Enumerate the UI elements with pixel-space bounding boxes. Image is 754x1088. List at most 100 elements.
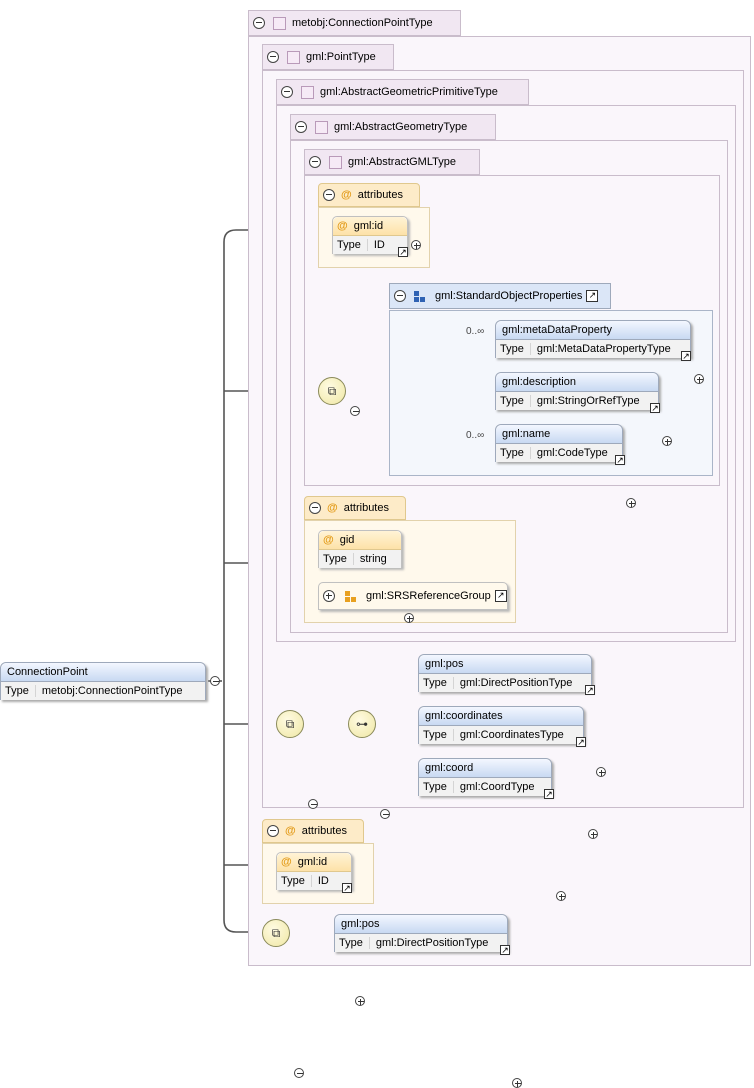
- attributes-label: attributes: [301, 825, 347, 837]
- type-name: gml:PointType: [306, 51, 376, 63]
- go-to-definition-icon[interactable]: ↗: [615, 455, 625, 465]
- type-label: Type: [500, 447, 531, 459]
- go-to-definition-icon[interactable]: ↗: [585, 685, 595, 695]
- cardinality-label: 0..∞: [466, 326, 485, 337]
- expand-button[interactable]: [411, 240, 421, 250]
- element-gml-coord[interactable]: gml:coord Type gml:CoordType: [418, 758, 552, 796]
- go-to-definition-icon[interactable]: ↗: [586, 290, 599, 302]
- attribute-icon: @: [327, 502, 338, 514]
- go-to-definition-icon[interactable]: ↗: [494, 590, 507, 602]
- expand-icon[interactable]: [323, 590, 335, 602]
- type-tab-connectionpoint[interactable]: metobj:ConnectionPointType: [248, 10, 461, 36]
- attribute-icon: @: [281, 856, 292, 868]
- attribute-group-icon: [345, 590, 356, 602]
- type-tab-pointtype[interactable]: gml:PointType: [262, 44, 394, 70]
- go-to-definition-icon[interactable]: ↗: [342, 883, 352, 893]
- complex-type-icon: [273, 16, 286, 30]
- element-type: gml:MetaDataPropertyType: [536, 343, 671, 355]
- collapse-icon[interactable]: [323, 189, 335, 201]
- type-tab-abstractgeometricprimitivetype[interactable]: gml:AbstractGeometricPrimitiveType: [276, 79, 529, 105]
- expand-button[interactable]: [626, 498, 636, 508]
- element-type: gml:CoordType: [459, 781, 535, 793]
- type-name: gml:AbstractGeometryType: [334, 121, 468, 133]
- sequence-compositor-icon[interactable]: ⧉: [276, 710, 304, 738]
- attribute-group-name: gml:SRSReferenceGroup: [366, 590, 491, 602]
- collapse-icon[interactable]: [309, 156, 321, 168]
- attribute-icon: @: [337, 220, 348, 232]
- element-gml-pos[interactable]: gml:pos Type gml:DirectPositionType: [418, 654, 592, 692]
- element-name: gml:pos: [335, 915, 507, 934]
- type-tab-abstractgeometrytype[interactable]: gml:AbstractGeometryType: [290, 114, 496, 140]
- root-type-value: metobj:ConnectionPointType: [41, 685, 183, 697]
- collapse-button[interactable]: [350, 406, 360, 416]
- attributes-label: attributes: [357, 189, 403, 201]
- element-type: gml:DirectPositionType: [375, 937, 489, 949]
- type-name: metobj:ConnectionPointType: [292, 17, 433, 29]
- type-name: gml:AbstractGMLType: [348, 156, 456, 168]
- go-to-definition-icon[interactable]: ↗: [681, 351, 691, 361]
- expand-button[interactable]: [662, 436, 672, 446]
- collapse-button[interactable]: [380, 809, 390, 819]
- collapse-icon[interactable]: [281, 86, 293, 98]
- collapse-button[interactable]: [294, 1068, 304, 1078]
- type-label: Type: [423, 781, 454, 793]
- sequence-compositor-icon[interactable]: ⧉: [262, 919, 290, 947]
- sequence-compositor-icon[interactable]: ⧉: [318, 377, 346, 405]
- root-element-name: ConnectionPoint: [1, 663, 205, 682]
- group-name: gml:StandardObjectProperties: [435, 290, 583, 302]
- attributes-label: attributes: [343, 502, 389, 514]
- attributes-tab-3[interactable]: @ attributes: [262, 819, 364, 843]
- type-tab-abstractgmltype[interactable]: gml:AbstractGMLType: [304, 149, 480, 175]
- attribute-group-srsreferencegroup[interactable]: gml:SRSReferenceGroup ↗: [318, 582, 508, 610]
- go-to-definition-icon[interactable]: ↗: [576, 737, 586, 747]
- type-label: Type: [423, 677, 454, 689]
- collapse-button[interactable]: [308, 799, 318, 809]
- go-to-definition-icon[interactable]: ↗: [650, 403, 660, 413]
- element-name: gml:coord: [419, 759, 551, 778]
- complex-type-icon: [301, 85, 314, 99]
- go-to-definition-icon[interactable]: ↗: [398, 247, 408, 257]
- collapse-icon[interactable]: [267, 51, 279, 63]
- collapse-icon[interactable]: [253, 17, 265, 29]
- cardinality-label: 0..∞: [466, 430, 485, 441]
- go-to-definition-icon[interactable]: ↗: [544, 789, 554, 799]
- group-tab-standardobjectproperties[interactable]: gml:StandardObjectProperties ↗: [389, 283, 611, 309]
- attribute-type: string: [359, 553, 387, 565]
- expand-button[interactable]: [404, 613, 414, 623]
- expand-button[interactable]: [556, 891, 566, 901]
- choice-compositor-icon[interactable]: ⊶: [348, 710, 376, 738]
- element-name: gml:name: [496, 425, 622, 444]
- collapse-icon[interactable]: [267, 825, 279, 837]
- root-collapse-button[interactable]: [210, 676, 220, 686]
- type-label: Type: [500, 343, 531, 355]
- attribute-name: gml:id: [353, 220, 384, 232]
- go-to-definition-icon[interactable]: ↗: [500, 945, 510, 955]
- expand-button[interactable]: [588, 829, 598, 839]
- element-name: gml:description: [496, 373, 658, 392]
- element-name: gml:pos: [419, 655, 591, 674]
- expand-button[interactable]: [694, 374, 704, 384]
- complex-type-icon: [315, 120, 328, 134]
- attributes-tab-1[interactable]: @attributes: [318, 183, 420, 207]
- attribute-icon: @: [285, 825, 296, 837]
- type-label: Type: [281, 875, 312, 887]
- collapse-icon[interactable]: [295, 121, 307, 133]
- type-label: Type: [423, 729, 454, 741]
- expand-button[interactable]: [355, 996, 365, 1006]
- expand-button[interactable]: [596, 767, 606, 777]
- attribute-name: gid: [339, 534, 355, 546]
- element-type: gml:DirectPositionType: [459, 677, 573, 689]
- expand-button[interactable]: [512, 1078, 522, 1088]
- attributes-tab-2[interactable]: @ attributes: [304, 496, 406, 520]
- collapse-icon[interactable]: [394, 290, 406, 302]
- collapse-icon[interactable]: [309, 502, 321, 514]
